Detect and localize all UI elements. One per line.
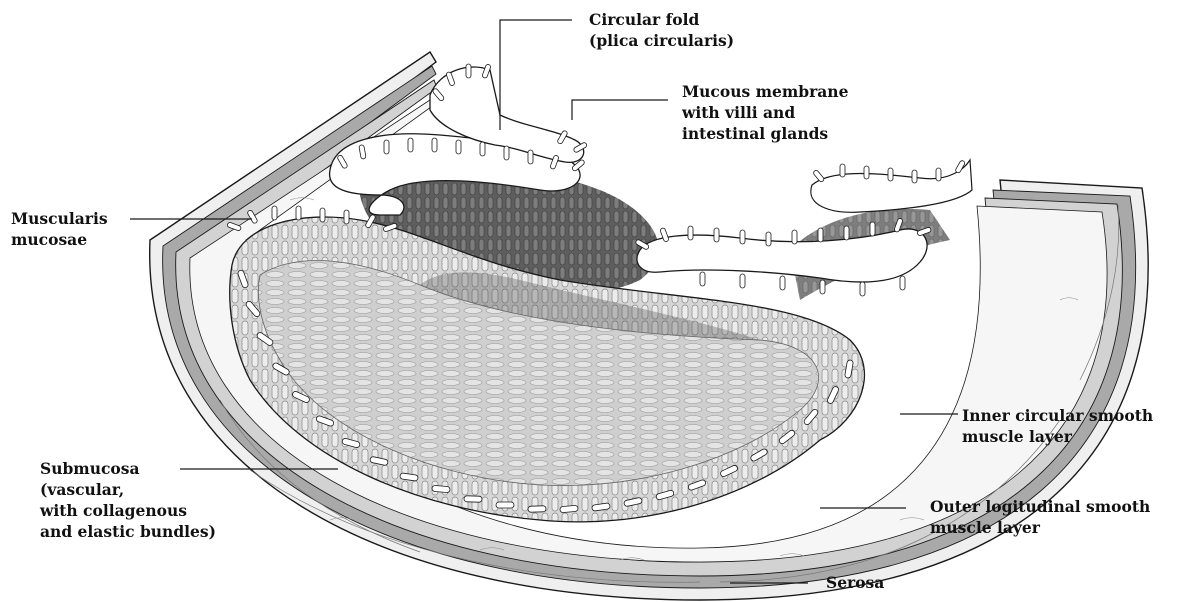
label-inner-circular-line1: Inner circular smooth [962,405,1153,426]
label-muscularis-mucosae-line1: Muscularis [11,208,108,229]
label-inner-circular-muscle: Inner circular smooth muscle layer [962,405,1153,447]
label-serosa: Serosa [826,572,884,593]
label-submucosa-line3: with collagenous [40,500,216,521]
leader-mucous-membrane [572,100,668,120]
label-circular-fold-line2: (plica circularis) [589,30,734,51]
label-serosa-line1: Serosa [826,572,884,593]
label-outer-longitudinal-muscle: Outer logitudinal smooth muscle layer [930,496,1150,538]
label-submucosa-line1: Submucosa [40,458,216,479]
right-circular-fold [637,229,927,282]
label-mucous-membrane: Mucous membrane with villi and intestina… [682,81,848,144]
label-inner-circular-line2: muscle layer [962,426,1153,447]
label-submucosa-line4: and elastic bundles) [40,521,216,542]
label-mucous-membrane-line2: with villi and [682,102,848,123]
label-outer-longitudinal-line2: muscle layer [930,517,1150,538]
label-muscularis-mucosae: Muscularis mucosae [11,208,108,250]
label-mucous-membrane-line3: intestinal glands [682,123,848,144]
label-submucosa: Submucosa (vascular, with collagenous an… [40,458,216,542]
label-circular-fold-line1: Circular fold [589,9,734,30]
leader-circular-fold [500,20,572,130]
label-mucous-membrane-line1: Mucous membrane [682,81,848,102]
label-submucosa-line2: (vascular, [40,479,216,500]
label-outer-longitudinal-line1: Outer logitudinal smooth [930,496,1150,517]
label-muscularis-mucosae-line2: mucosae [11,229,108,250]
label-circular-fold: Circular fold (plica circularis) [589,9,734,51]
